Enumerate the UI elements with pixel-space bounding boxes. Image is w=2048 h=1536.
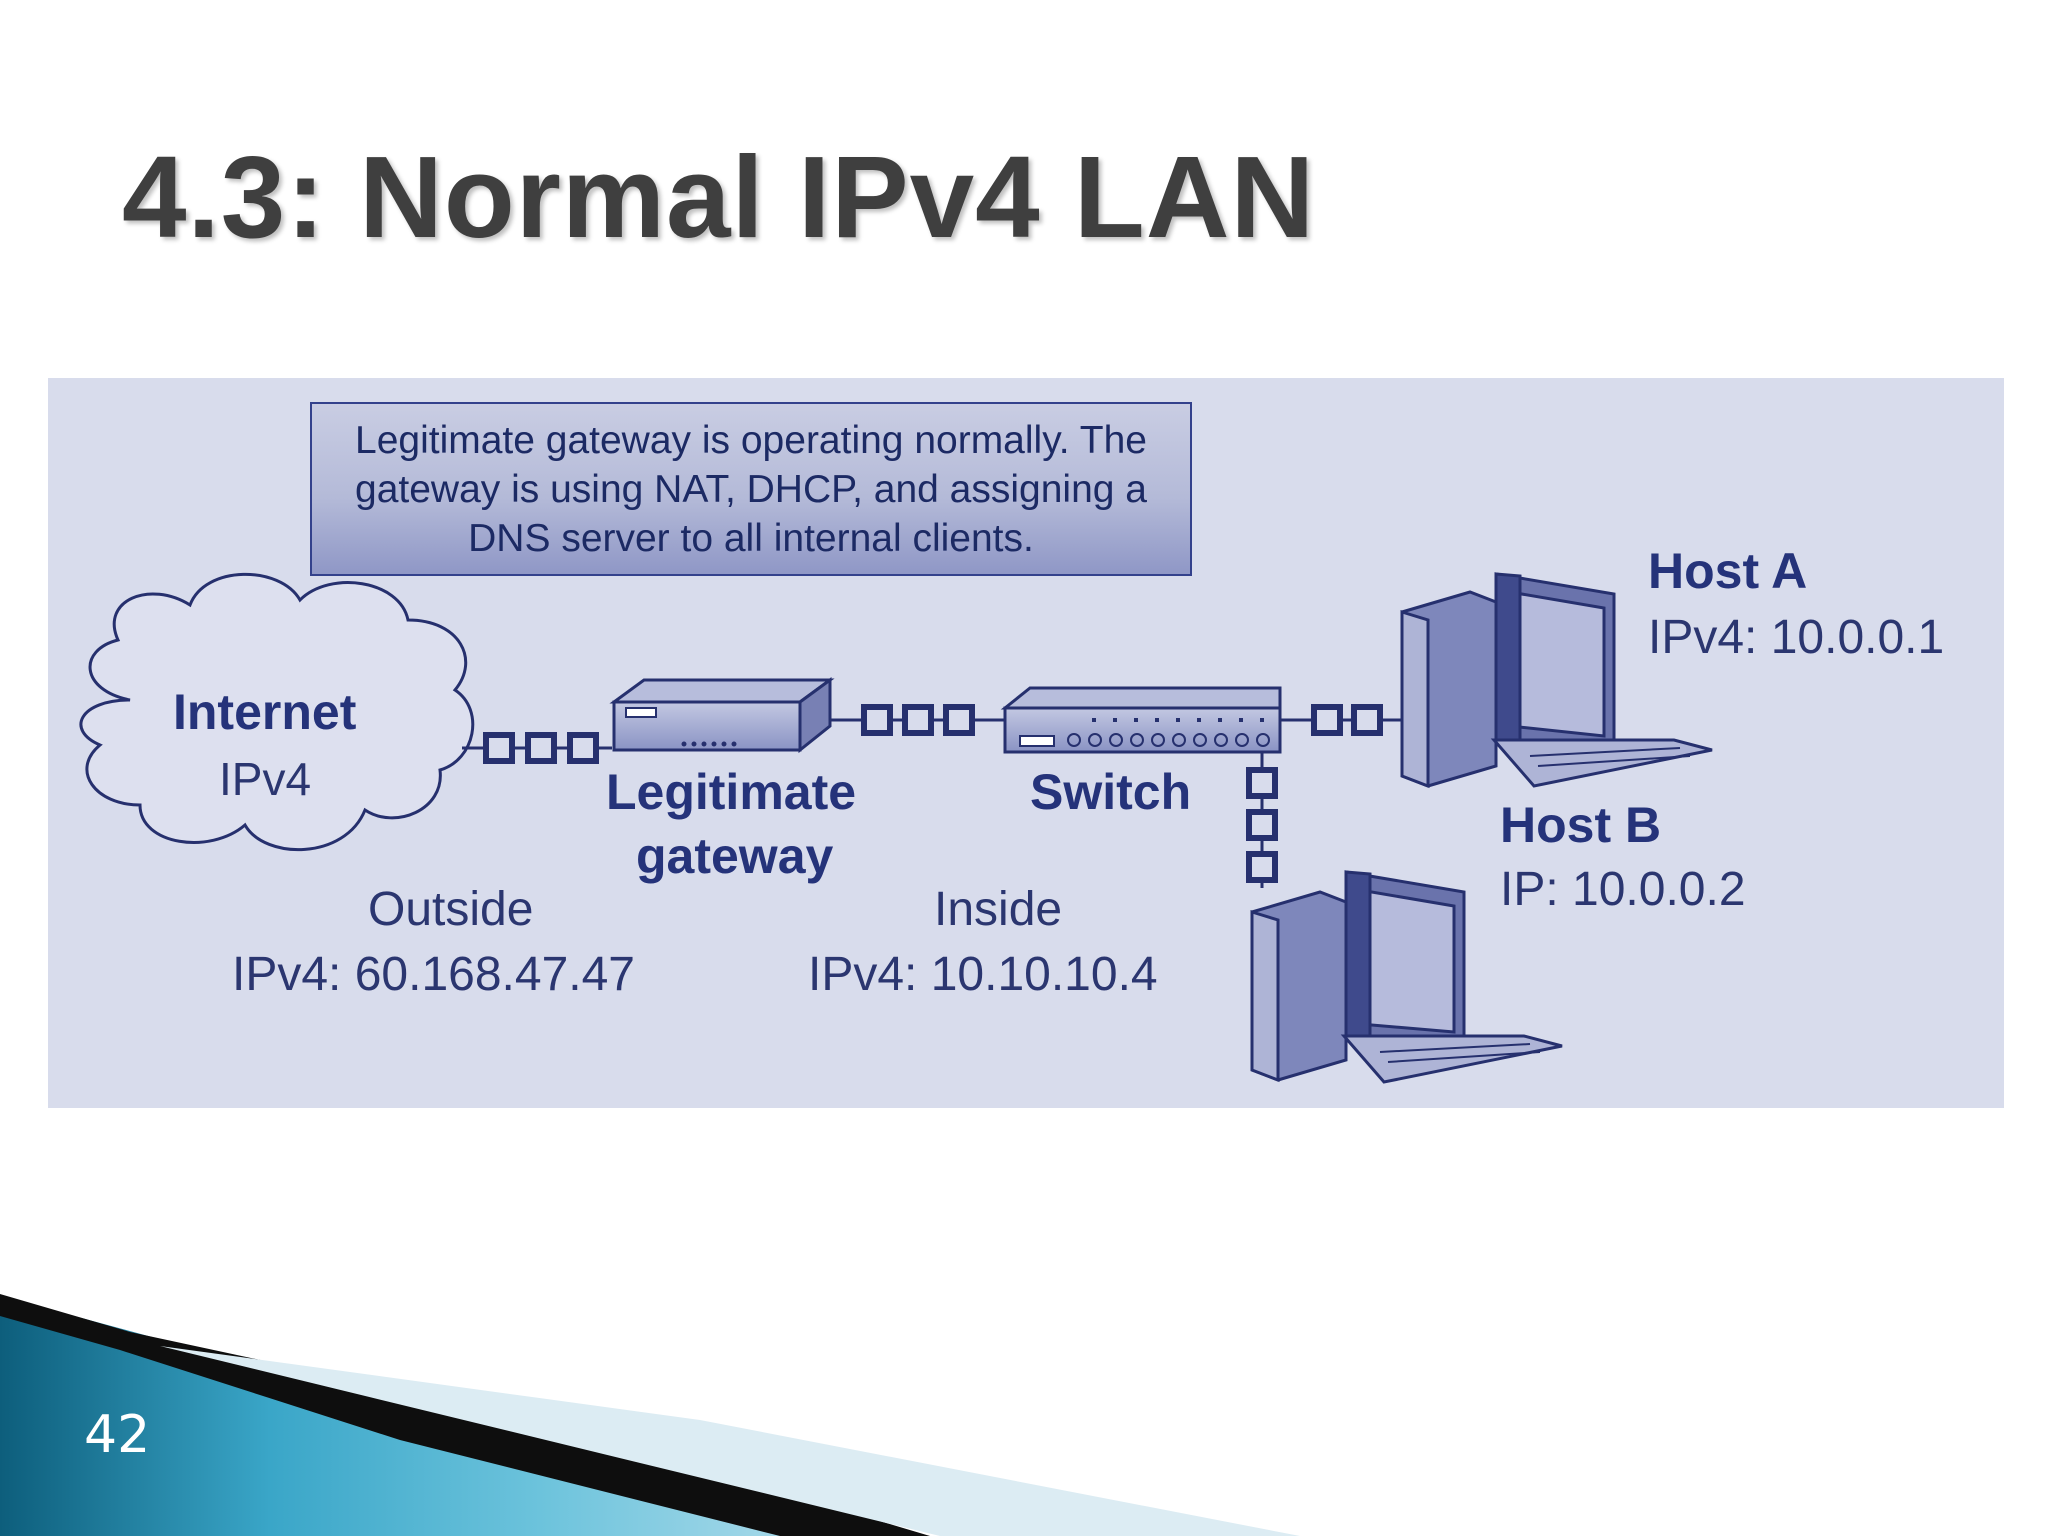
inside-label: Inside bbox=[934, 883, 1063, 936]
host-a-name: Host A bbox=[1648, 543, 1808, 599]
host-a-address: IPv4: 10.0.0.1 bbox=[1648, 611, 1945, 664]
switch-label: Switch bbox=[1030, 764, 1192, 820]
host-b-name: Host B bbox=[1500, 797, 1662, 853]
caption-box: Legitimate gateway is operating normally… bbox=[310, 402, 1192, 576]
slide-number: 42 bbox=[84, 1405, 151, 1465]
slide-title: 4.3: Normal IPv4 LAN bbox=[122, 132, 1316, 262]
outside-label: Outside bbox=[368, 883, 534, 936]
internet-label: Internet bbox=[173, 684, 357, 740]
host-a-computer-icon bbox=[1400, 572, 1713, 789]
gateway-label-line1: Legitimate bbox=[606, 764, 857, 820]
gateway-icon bbox=[609, 677, 835, 754]
cable-switch-host-a bbox=[1280, 704, 1402, 736]
switch-icon bbox=[1000, 686, 1282, 754]
outside-address: IPv4: 60.168.47.47 bbox=[232, 948, 635, 1001]
internet-protocol-label: IPv4 bbox=[219, 753, 312, 805]
inside-address: IPv4: 10.10.10.4 bbox=[808, 948, 1158, 1001]
host-b-computer-icon bbox=[1250, 870, 1563, 1084]
cable-gateway-switch bbox=[830, 704, 1005, 736]
cable-internet-gateway bbox=[462, 732, 612, 764]
corner-swoosh-decoration bbox=[0, 1294, 1300, 1536]
host-b-address: IP: 10.0.0.2 bbox=[1500, 863, 1746, 916]
gateway-label-line2: gateway bbox=[636, 828, 834, 884]
internet-cloud-icon bbox=[79, 572, 475, 852]
cable-switch-host-b bbox=[1246, 752, 1278, 888]
caption-text: Legitimate gateway is operating normally… bbox=[355, 418, 1147, 560]
